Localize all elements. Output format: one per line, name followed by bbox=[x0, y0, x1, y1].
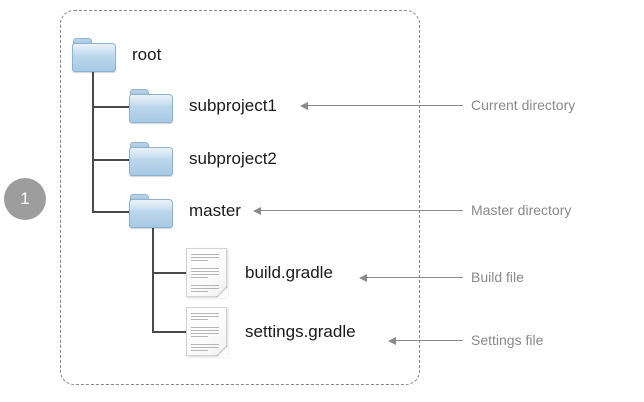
callout-label-master-directory: Master directory bbox=[471, 202, 572, 218]
callout-line-current-directory bbox=[308, 105, 463, 106]
connector-root-to-master bbox=[92, 211, 130, 213]
callout-line-master-directory bbox=[261, 210, 463, 211]
step-number-badge: 1 bbox=[4, 178, 46, 220]
project-boundary-box bbox=[60, 10, 420, 385]
callout-arrow-settings-file bbox=[388, 337, 396, 345]
callout-line-settings-file bbox=[396, 340, 463, 341]
tree-node-subproject2[interactable]: subproject2 bbox=[129, 142, 277, 176]
tree-node-label: subproject2 bbox=[189, 149, 277, 168]
tree-node-build-gradle[interactable]: build.gradle bbox=[186, 248, 333, 298]
callout-arrow-current-directory bbox=[300, 102, 308, 110]
callout-arrow-master-directory bbox=[253, 207, 261, 215]
connector-master-to-settings-gradle bbox=[152, 331, 186, 333]
folder-icon bbox=[72, 38, 116, 72]
callout-label-settings-file: Settings file bbox=[471, 332, 544, 348]
tree-node-label: subproject1 bbox=[189, 96, 277, 115]
tree-node-root[interactable]: root bbox=[72, 38, 161, 72]
document-icon bbox=[186, 307, 228, 357]
document-icon bbox=[186, 248, 228, 298]
callout-label-current-directory: Current directory bbox=[471, 97, 576, 113]
tree-node-subproject1[interactable]: subproject1 bbox=[129, 89, 277, 123]
tree-node-settings-gradle[interactable]: settings.gradle bbox=[186, 307, 356, 357]
tree-node-label: root bbox=[132, 45, 162, 64]
folder-icon bbox=[129, 89, 173, 123]
callout-line-build-file bbox=[367, 277, 463, 278]
tree-node-label: settings.gradle bbox=[245, 321, 356, 341]
connector-root-trunk bbox=[92, 72, 94, 213]
connector-root-to-subproject2 bbox=[92, 159, 130, 161]
folder-icon bbox=[129, 194, 173, 228]
callout-arrow-build-file bbox=[359, 274, 367, 282]
connector-master-trunk bbox=[152, 228, 154, 333]
tree-node-master[interactable]: master bbox=[129, 194, 241, 228]
callout-label-build-file: Build file bbox=[471, 269, 524, 285]
connector-root-to-subproject1 bbox=[92, 106, 130, 108]
connector-master-to-build-gradle bbox=[152, 272, 186, 274]
tree-node-label: master bbox=[189, 201, 241, 220]
tree-node-label: build.gradle bbox=[245, 262, 333, 282]
folder-icon bbox=[129, 142, 173, 176]
